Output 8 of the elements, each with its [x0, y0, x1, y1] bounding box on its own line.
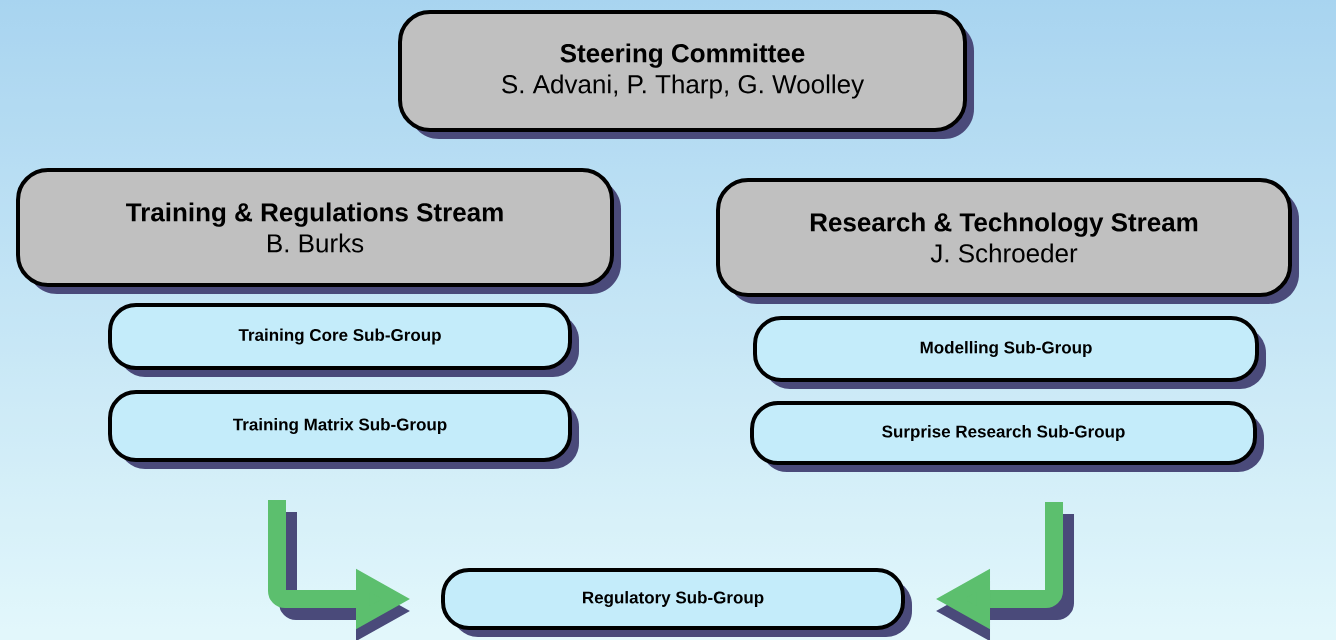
committee-box: Steering Committee S. Advani, P. Tharp, G. Woolley [398, 10, 974, 139]
subgroup-box: Training Core Sub-Group [108, 303, 579, 377]
subgroup-box: Surprise Research Sub-Group [750, 401, 1264, 472]
committee-box: Research & Technology Stream J. Schroeder [716, 178, 1299, 304]
subgroup-box: Regulatory Sub-Group [441, 568, 912, 637]
committee-box: Training & Regulations Stream B. Burks [16, 168, 621, 294]
subgroup-box: Training Matrix Sub-Group [108, 390, 579, 469]
subgroup-box: Modelling Sub-Group [753, 316, 1266, 389]
